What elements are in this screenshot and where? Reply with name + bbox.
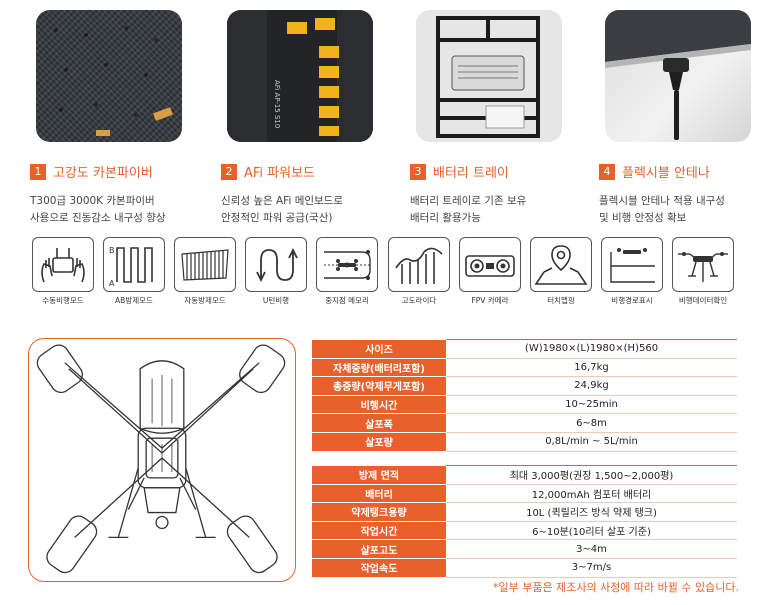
spec-key: 배터리 xyxy=(312,484,446,504)
spec-key: 방제 면적 xyxy=(312,465,446,485)
mode-label: 자동방제모드 xyxy=(184,296,226,305)
breakpoint-memory-icon xyxy=(324,249,371,280)
spec-key: 자체중량(배터리포함) xyxy=(312,358,446,378)
touch-mapping-icon xyxy=(534,244,588,285)
mode-breakpoint-memory: 중지점 메모리 xyxy=(316,237,378,306)
power-board-photo: AFi AP-15 S10 xyxy=(227,10,373,142)
spec-value: 6~10분(10리터 살포 기준) xyxy=(446,521,737,541)
spec-key: 비행시간 xyxy=(312,395,446,415)
spec-value: 12,000mAh 컴포터 배터리 xyxy=(446,484,737,504)
flight-path-icon xyxy=(610,247,655,283)
spec-key: 살포폭 xyxy=(312,413,446,433)
mode-auto-spray: 자동방제모드 xyxy=(174,237,236,306)
feature-desc-line: 사용으로 진동감소 내구성 향상 xyxy=(30,212,166,224)
drone-line-drawing xyxy=(36,344,286,574)
feature-desc-line: 배터리 트레이로 기존 보유 xyxy=(410,195,527,207)
ab-marker-a: A xyxy=(109,279,115,288)
battery-tray-photo xyxy=(416,10,562,142)
spec-value: 최대 3,000평(권장 1,500~2,000평) xyxy=(446,465,737,485)
mode-label: 수동비행모드 xyxy=(42,296,84,305)
hands-controller-icon xyxy=(41,247,85,282)
mode-fpv-camera: FPV 카메라 xyxy=(459,237,521,306)
mode-touch-mapping: 터치맵핑 xyxy=(530,237,592,306)
feature-carbon-fiber: 1 고강도 카본파이버 T300급 3000K 카본파이버 사용으로 진동감소 … xyxy=(30,10,185,224)
mode-ab-spray: B A AB방제모드 xyxy=(103,237,165,306)
table-row: 자체중량(배터리포함)16,7kg xyxy=(312,358,737,378)
feature-desc-line: 플렉시블 안테나 적용 내구성 xyxy=(599,195,725,207)
ab-marker-b: B xyxy=(109,246,115,255)
spec-value: 10L (퀵릴리즈 방식 약제 탱크) xyxy=(446,502,737,522)
spec-key: 사이즈 xyxy=(312,339,446,359)
altitude-lidar-icon xyxy=(395,247,443,284)
mode-label: 터치맵핑 xyxy=(547,296,575,305)
spec-table-basic: 사이즈(W)1980×(L)1980×(H)560 자체중량(배터리포함)16,… xyxy=(312,339,737,452)
feature-desc-line: 안정적인 파워 공급(국산) xyxy=(221,212,333,224)
mode-manual-flight: 수동비행모드 xyxy=(32,237,94,306)
spec-value: 3~4m xyxy=(446,539,737,559)
auto-spray-icon xyxy=(181,248,229,281)
mode-label: 고도라이다 xyxy=(401,296,437,305)
table-row: 총중량(약제무게포함)24,9kg xyxy=(312,376,737,396)
mode-flight-data: 비행데이터확인 xyxy=(672,237,734,306)
spec-value: 24,9kg xyxy=(446,376,737,396)
antenna-photo xyxy=(605,10,751,142)
mode-label: FPV 카메라 xyxy=(471,296,509,305)
disclaimer-note: *일부 부품은 제조사의 사정에 따라 바뀔 수 있습니다. xyxy=(493,581,739,594)
spec-key: 작업속도 xyxy=(312,558,446,578)
spec-value: 6~8m xyxy=(446,413,737,433)
carbon-fiber-photo xyxy=(36,10,182,142)
u-turn-icon xyxy=(256,247,298,282)
table-row: 사이즈(W)1980×(L)1980×(H)560 xyxy=(312,339,737,359)
feature-title: 배터리 트레이 xyxy=(433,166,509,181)
mode-flight-path: 비행경로표시 xyxy=(601,237,663,306)
spec-key: 살포량 xyxy=(312,432,446,452)
feature-number: 4 xyxy=(599,163,615,180)
ab-pattern-icon: B A xyxy=(109,246,153,288)
spec-value: 3~7m/s xyxy=(446,558,737,578)
feature-desc-line: T300급 3000K 카본파이버 xyxy=(30,195,155,207)
spec-value: 0,8L/min ~ 5L/min xyxy=(446,432,737,452)
mode-u-turn: U턴비행 xyxy=(245,237,307,306)
feature-desc-line: 배터리 활용가능 xyxy=(410,212,481,224)
feature-number: 2 xyxy=(221,163,237,180)
feature-power-board: AFi AP-15 S10 2 AFi 파워보드 신뢰성 높은 AFi 메인보드… xyxy=(221,10,376,224)
mode-label: 비행데이터확인 xyxy=(678,296,728,305)
fpv-camera-icon xyxy=(465,254,515,277)
spec-key: 작업시간 xyxy=(312,521,446,541)
spec-value: (W)1980×(L)1980×(H)560 xyxy=(446,339,737,359)
mode-label: 중지점 메모리 xyxy=(325,296,369,305)
feature-battery-tray: 3 배터리 트레이 배터리 트레이로 기존 보유 배터리 활용가능 xyxy=(410,10,565,224)
feature-desc-line: 신뢰성 높은 AFi 메인보드로 xyxy=(221,195,343,207)
spec-key: 살포고도 xyxy=(312,539,446,559)
mode-label: 비행경로표시 xyxy=(611,296,653,305)
drone-drawing-frame xyxy=(28,338,296,582)
mode-altitude-lidar: 고도라이다 xyxy=(388,237,450,306)
spec-value: 10~25min xyxy=(446,395,737,415)
feature-number: 3 xyxy=(410,163,426,180)
feature-title: AFi 파워보드 xyxy=(244,166,316,181)
feature-title: 플렉시블 안테나 xyxy=(622,166,710,181)
feature-number: 1 xyxy=(30,163,46,180)
board-label: AFi AP-15 S10 xyxy=(273,80,281,128)
spec-key: 약제탱크용량 xyxy=(312,502,446,522)
mode-label: AB방제모드 xyxy=(115,296,153,305)
flight-data-icon xyxy=(678,251,728,282)
feature-title: 고강도 카본파이버 xyxy=(53,166,153,181)
feature-desc-line: 및 비행 안정성 확보 xyxy=(599,212,687,224)
feature-flexible-antenna: 4 플렉시블 안테나 플렉시블 안테나 적용 내구성 및 비행 안정성 확보 xyxy=(599,10,754,224)
spec-value: 16,7kg xyxy=(446,358,737,378)
spec-key: 총중량(약제무게포함) xyxy=(312,376,446,396)
mode-label: U턴비행 xyxy=(262,296,290,305)
